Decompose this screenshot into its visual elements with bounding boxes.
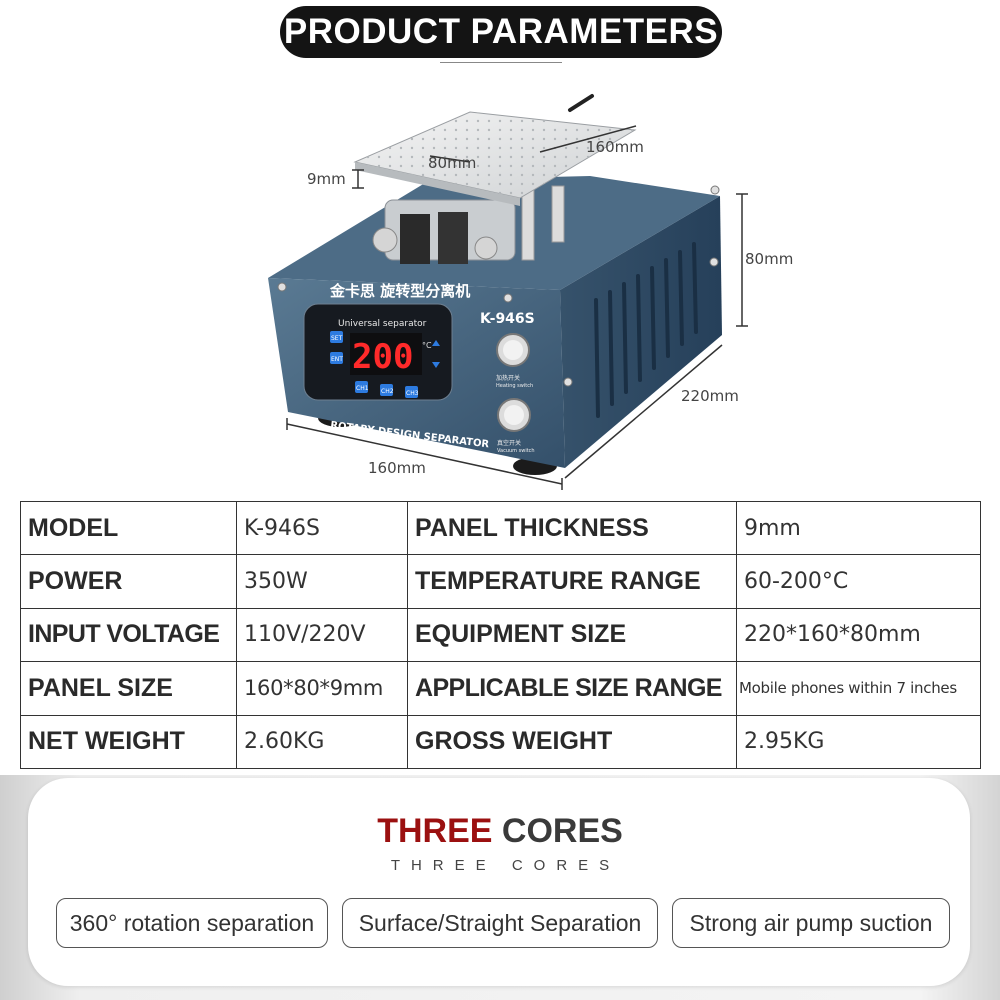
spec-value: 2.95KG xyxy=(736,714,981,770)
table-row: INPUT VOLTAGE 110V/220V EQUIPMENT SIZE 2… xyxy=(20,607,981,663)
feature-rotation: 360° rotation separation xyxy=(56,898,328,948)
device-model: K-946S xyxy=(480,311,535,327)
dim-panel-length: 160mm xyxy=(586,138,644,156)
spec-value: 160*80*9mm xyxy=(236,661,408,716)
spec-value: 350W xyxy=(236,554,408,609)
led-unit: °C xyxy=(422,341,432,350)
title-underline xyxy=(440,62,562,63)
vacuum-switch-cn: 真空开关 xyxy=(497,439,521,447)
svg-text:ENT: ENT xyxy=(331,356,343,363)
spec-value: K-946S xyxy=(236,500,408,556)
spec-label: PANEL SIZE xyxy=(20,661,237,716)
svg-text:CH2: CH2 xyxy=(381,388,394,395)
page-title: PRODUCT PARAMETERS xyxy=(280,6,722,58)
spec-label: INPUT VOLTAGE xyxy=(20,607,237,663)
knob xyxy=(372,227,398,253)
dim-thickness: 9mm xyxy=(307,170,346,188)
spec-value: Mobile phones within 7 inches xyxy=(736,661,981,716)
cores-title: THREE CORES xyxy=(0,812,1000,851)
spec-value: 110V/220V xyxy=(236,607,408,663)
spec-label: NET WEIGHT xyxy=(20,714,237,770)
dim-width: 160mm xyxy=(368,459,426,477)
heating-switch-cn: 加热开关 xyxy=(496,374,520,382)
heating-switch-label: Heating switch xyxy=(496,383,533,389)
product-image: 金卡思 旋转型分离机 K-946S Universal separator 20… xyxy=(268,94,793,490)
feature-separation: Surface/Straight Separation xyxy=(342,898,658,948)
spec-label: POWER xyxy=(20,554,237,609)
panel-label: Universal separator xyxy=(338,319,427,329)
spec-value: 220*160*80mm xyxy=(736,607,981,663)
vacuum-switch-label: Vacuum switch xyxy=(497,448,535,454)
cores-title-rest: CORES xyxy=(492,812,623,850)
led-readout: 200 xyxy=(352,337,413,377)
side-vents xyxy=(594,242,698,418)
dim-height: 80mm xyxy=(745,250,793,268)
table-row: POWER 350W TEMPERATURE RANGE 60-200°C xyxy=(20,554,981,609)
brand-cn: 金卡思 旋转型分离机 xyxy=(329,282,470,300)
spec-label: TEMPERATURE RANGE xyxy=(407,554,737,609)
table-row: NET WEIGHT 2.60KG GROSS WEIGHT 2.95KG xyxy=(20,714,981,770)
cores-title-accent: THREE xyxy=(377,812,493,850)
spec-label: EQUIPMENT SIZE xyxy=(407,607,737,663)
dim-panel-width: 80mm xyxy=(428,154,476,172)
panel-buttons: SET ENT CH1 CH2 CH3 xyxy=(330,331,440,398)
spec-value: 9mm xyxy=(736,500,981,556)
dimension-lines xyxy=(286,125,748,490)
dim-depth: 220mm xyxy=(681,387,739,405)
spec-table: MODEL K-946S PANEL THICKNESS 9mm POWER 3… xyxy=(20,500,981,770)
cores-subtitle: THREE CORES xyxy=(390,857,621,874)
svg-text:SET: SET xyxy=(331,335,343,342)
cores-card xyxy=(28,778,970,986)
spec-label: PANEL THICKNESS xyxy=(407,500,737,556)
spec-label: MODEL xyxy=(20,500,237,556)
spec-value: 2.60KG xyxy=(236,714,408,770)
table-row: PANEL SIZE 160*80*9mm APPLICABLE SIZE RA… xyxy=(20,661,981,716)
spec-label: APPLICABLE SIZE RANGE xyxy=(407,661,737,716)
feature-suction: Strong air pump suction xyxy=(672,898,950,948)
spec-value: 60-200°C xyxy=(736,554,981,609)
svg-text:CH3: CH3 xyxy=(406,390,419,397)
spec-label: GROSS WEIGHT xyxy=(407,714,737,770)
led-display xyxy=(350,333,422,375)
svg-text:CH1: CH1 xyxy=(356,385,369,392)
table-row: MODEL K-946S PANEL THICKNESS 9mm xyxy=(20,500,981,556)
